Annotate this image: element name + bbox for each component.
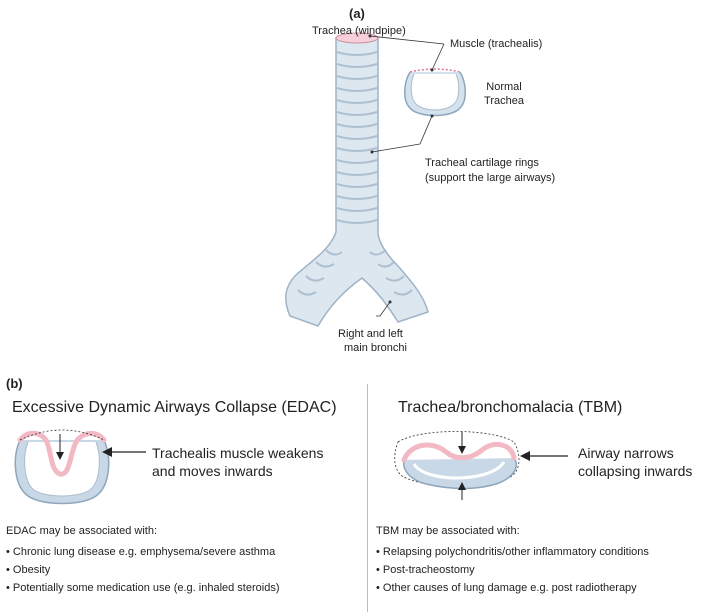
muscle-label: Muscle (trachealis): [450, 38, 543, 50]
edac-bullet-list: • Chronic lung disease e.g. emphysema/se…: [6, 543, 280, 597]
rings-label-line2: (support the large airways): [425, 172, 556, 184]
list-item: • Obesity: [6, 564, 51, 576]
list-item: • Chronic lung disease e.g. emphysema/se…: [6, 546, 276, 558]
panel-divider: [367, 384, 368, 612]
tbm-bullet-list: • Relapsing polychondritis/other inflamm…: [376, 543, 649, 597]
edac-arrow-label-line2: and moves inwards: [152, 463, 273, 479]
list-item: • Potentially some medication use (e.g. …: [6, 582, 280, 594]
bronchi-label-line1: Right and left: [338, 328, 403, 340]
list-item: • Relapsing polychondritis/other inflamm…: [376, 546, 649, 558]
leader-lines-a: [369, 35, 445, 317]
panel-a-label: (a): [349, 6, 365, 21]
normal-label-line1: Normal: [486, 81, 522, 93]
trachea-illustration: [284, 32, 429, 327]
tbm-arrow-label-line2: collapsing inwards: [578, 463, 693, 479]
normal-trachea-cross-section: [404, 68, 466, 117]
tbm-cross-section: [394, 431, 568, 500]
tbm-assoc-header: TBM may be associated with:: [376, 525, 520, 537]
list-item: • Other causes of lung damage e.g. post …: [376, 582, 637, 594]
edac-arrow-label-line1: Trachealis muscle weakens: [152, 445, 324, 461]
trachea-title: Trachea (windpipe): [312, 25, 406, 37]
edac-cross-section: [14, 429, 146, 505]
edac-title: Excessive Dynamic Airways Collapse (EDAC…: [12, 399, 337, 416]
bronchi-label-line2: main bronchi: [344, 342, 407, 354]
normal-label-line2: Trachea: [484, 95, 524, 107]
tbm-title: Trachea/bronchomalacia (TBM): [398, 399, 623, 416]
list-item: • Post-tracheostomy: [376, 564, 475, 576]
panel-b-label: (b): [6, 376, 23, 391]
edac-assoc-header: EDAC may be associated with:: [6, 525, 158, 537]
rings-label-line1: Tracheal cartilage rings: [425, 157, 539, 169]
tbm-arrow-label-line1: Airway narrows: [578, 445, 674, 461]
